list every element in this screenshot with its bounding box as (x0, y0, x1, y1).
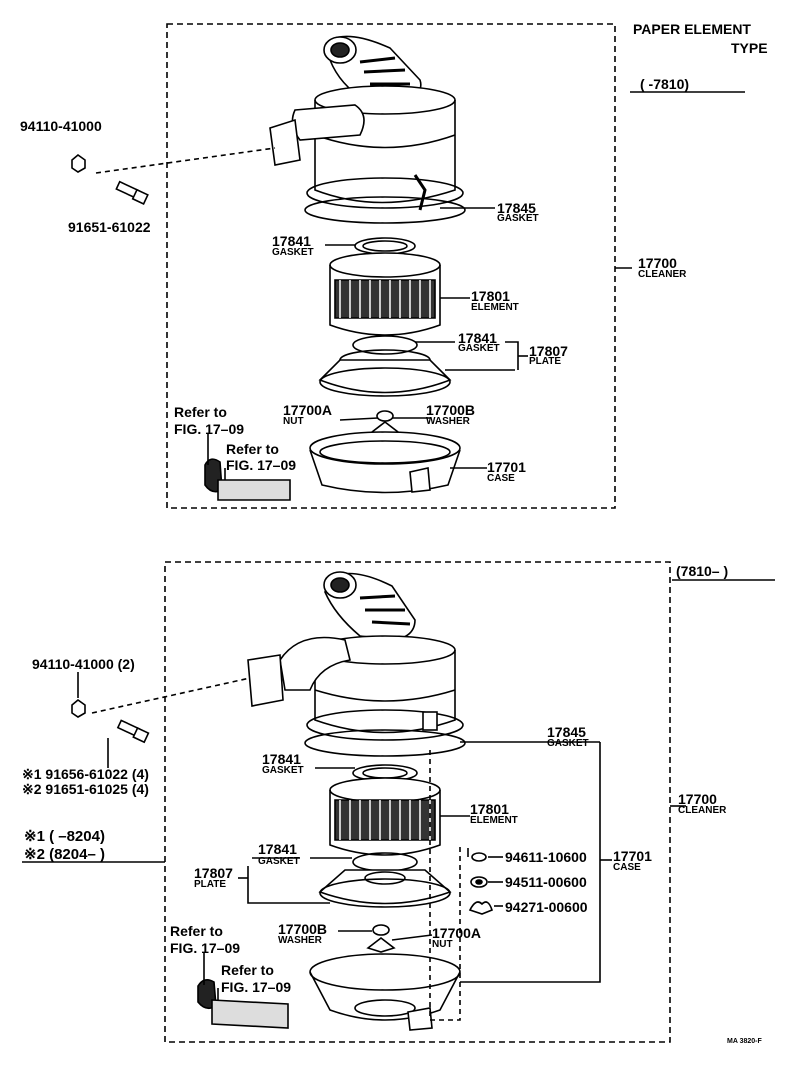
top-range: ( -7810) (640, 76, 690, 92)
bottom-refer2-b: FIG. 17–09 (221, 979, 292, 995)
top-bolt-91651-61022 (115, 180, 149, 205)
top-gasket-top-name: GASKET (497, 213, 539, 224)
bottom-cleaner-num: 17700 (678, 791, 717, 807)
bottom-refer1-a: Refer to (170, 923, 223, 939)
bottom-bolt (116, 719, 150, 744)
bottom-element-num: 17801 (470, 801, 509, 817)
top-refer1-b: FIG. 17–09 (174, 421, 245, 437)
bottom-bolt1: ※1 91656-61022 (4) (22, 766, 149, 782)
bottom-small-parts (468, 852, 493, 915)
top-nut-94110-41000 (71, 153, 86, 173)
top-case-num: 17701 (487, 459, 526, 475)
top-cleaner-num: 17700 (638, 255, 677, 271)
top-element-name: ELEMENT (471, 302, 519, 313)
top-assembly-frame (166, 23, 616, 509)
top-plate-name: PLATE (529, 356, 562, 367)
bottom-gasket-low-num: 17841 (258, 841, 297, 857)
top-case (309, 431, 461, 494)
top-nut-name: NUT (283, 416, 304, 427)
top-refer2-b: FIG. 17–09 (226, 457, 297, 473)
bottom-part-94611: 94611-10600 (505, 849, 587, 865)
bottom-nut-94110-41000 (71, 698, 86, 718)
top-nut-num: 17700A (283, 402, 333, 418)
top-gasket-top-num: 17845 (497, 200, 536, 216)
bottom-refer1-b: FIG. 17–09 (170, 940, 241, 956)
bottom-washer-name: WASHER (278, 935, 322, 946)
bottom-part-94511: 94511-00600 (505, 874, 587, 890)
bottom-bolt2: ※2 91651-61025 (4) (22, 781, 149, 797)
bottom-air-cleaner-housing (247, 571, 466, 757)
bottom-plate-name: PLATE (194, 879, 227, 890)
top-gasket-lower (352, 335, 418, 355)
footer-code: MA 3820-F (727, 1038, 762, 1045)
bottom-element-name: ELEMENT (470, 815, 518, 826)
bottom-nut-name: NUT (432, 939, 453, 950)
bottom-gasket-mid-name: GASKET (262, 765, 304, 776)
bottom-strap-parts (197, 978, 289, 1029)
bottom-gasket-low-name: GASKET (258, 856, 300, 867)
header-line2: TYPE (731, 40, 768, 56)
top-gasket-mid-name: GASKET (272, 247, 314, 258)
top-bracket-dashline (95, 147, 276, 174)
top-bolt-part: 91651-61022 (68, 219, 151, 235)
top-filter-element (329, 252, 441, 336)
bottom-range: (7810– ) (676, 563, 729, 579)
top-plate-num: 17807 (529, 343, 568, 359)
top-nut-part: 94110-41000 (20, 118, 102, 134)
bottom-case (309, 953, 461, 1031)
top-washer-num: 17700B (426, 402, 476, 418)
bottom-assembly-frame (164, 561, 671, 1043)
bottom-cleaner-name: CLEANER (678, 805, 727, 816)
top-refer1-a: Refer to (174, 404, 227, 420)
top-strap-parts (204, 458, 291, 501)
bottom-note2: ※2 (8204– ) (24, 846, 105, 863)
bottom-case-num: 17701 (613, 848, 652, 864)
bottom-washer-num: 17700B (278, 921, 328, 937)
bottom-nut-num: 17700A (432, 925, 482, 941)
top-gasket-low-name: GASKET (458, 343, 500, 354)
top-washer-name: WASHER (426, 416, 470, 427)
bottom-plate (318, 869, 452, 908)
top-plate (318, 349, 452, 397)
bottom-case-name: CASE (613, 862, 641, 873)
top-case-name: CASE (487, 473, 515, 484)
bottom-plate-num: 17807 (194, 865, 233, 881)
bottom-gasket-mid-num: 17841 (262, 751, 301, 767)
header-line1: PAPER ELEMENT (633, 21, 751, 37)
bottom-gasket-top-num: 17845 (547, 724, 586, 740)
top-gasket-mid-num: 17841 (272, 233, 311, 249)
top-gasket-low-num: 17841 (458, 330, 497, 346)
top-refer2-a: Refer to (226, 441, 279, 457)
top-cleaner-name: CLEANER (638, 269, 687, 280)
bottom-part-94271: 94271-00600 (505, 899, 588, 915)
bottom-refer2-a: Refer to (221, 962, 274, 978)
top-air-cleaner-housing (269, 35, 466, 224)
bottom-nut-part: 94110-41000 (2) (32, 656, 135, 672)
bottom-gasket-top-name: GASKET (547, 738, 589, 749)
bottom-wing-nut (366, 924, 396, 953)
top-element-num: 17801 (471, 288, 510, 304)
bottom-note1: ※1 ( –8204) (24, 828, 105, 845)
bottom-filter-element (329, 777, 441, 856)
